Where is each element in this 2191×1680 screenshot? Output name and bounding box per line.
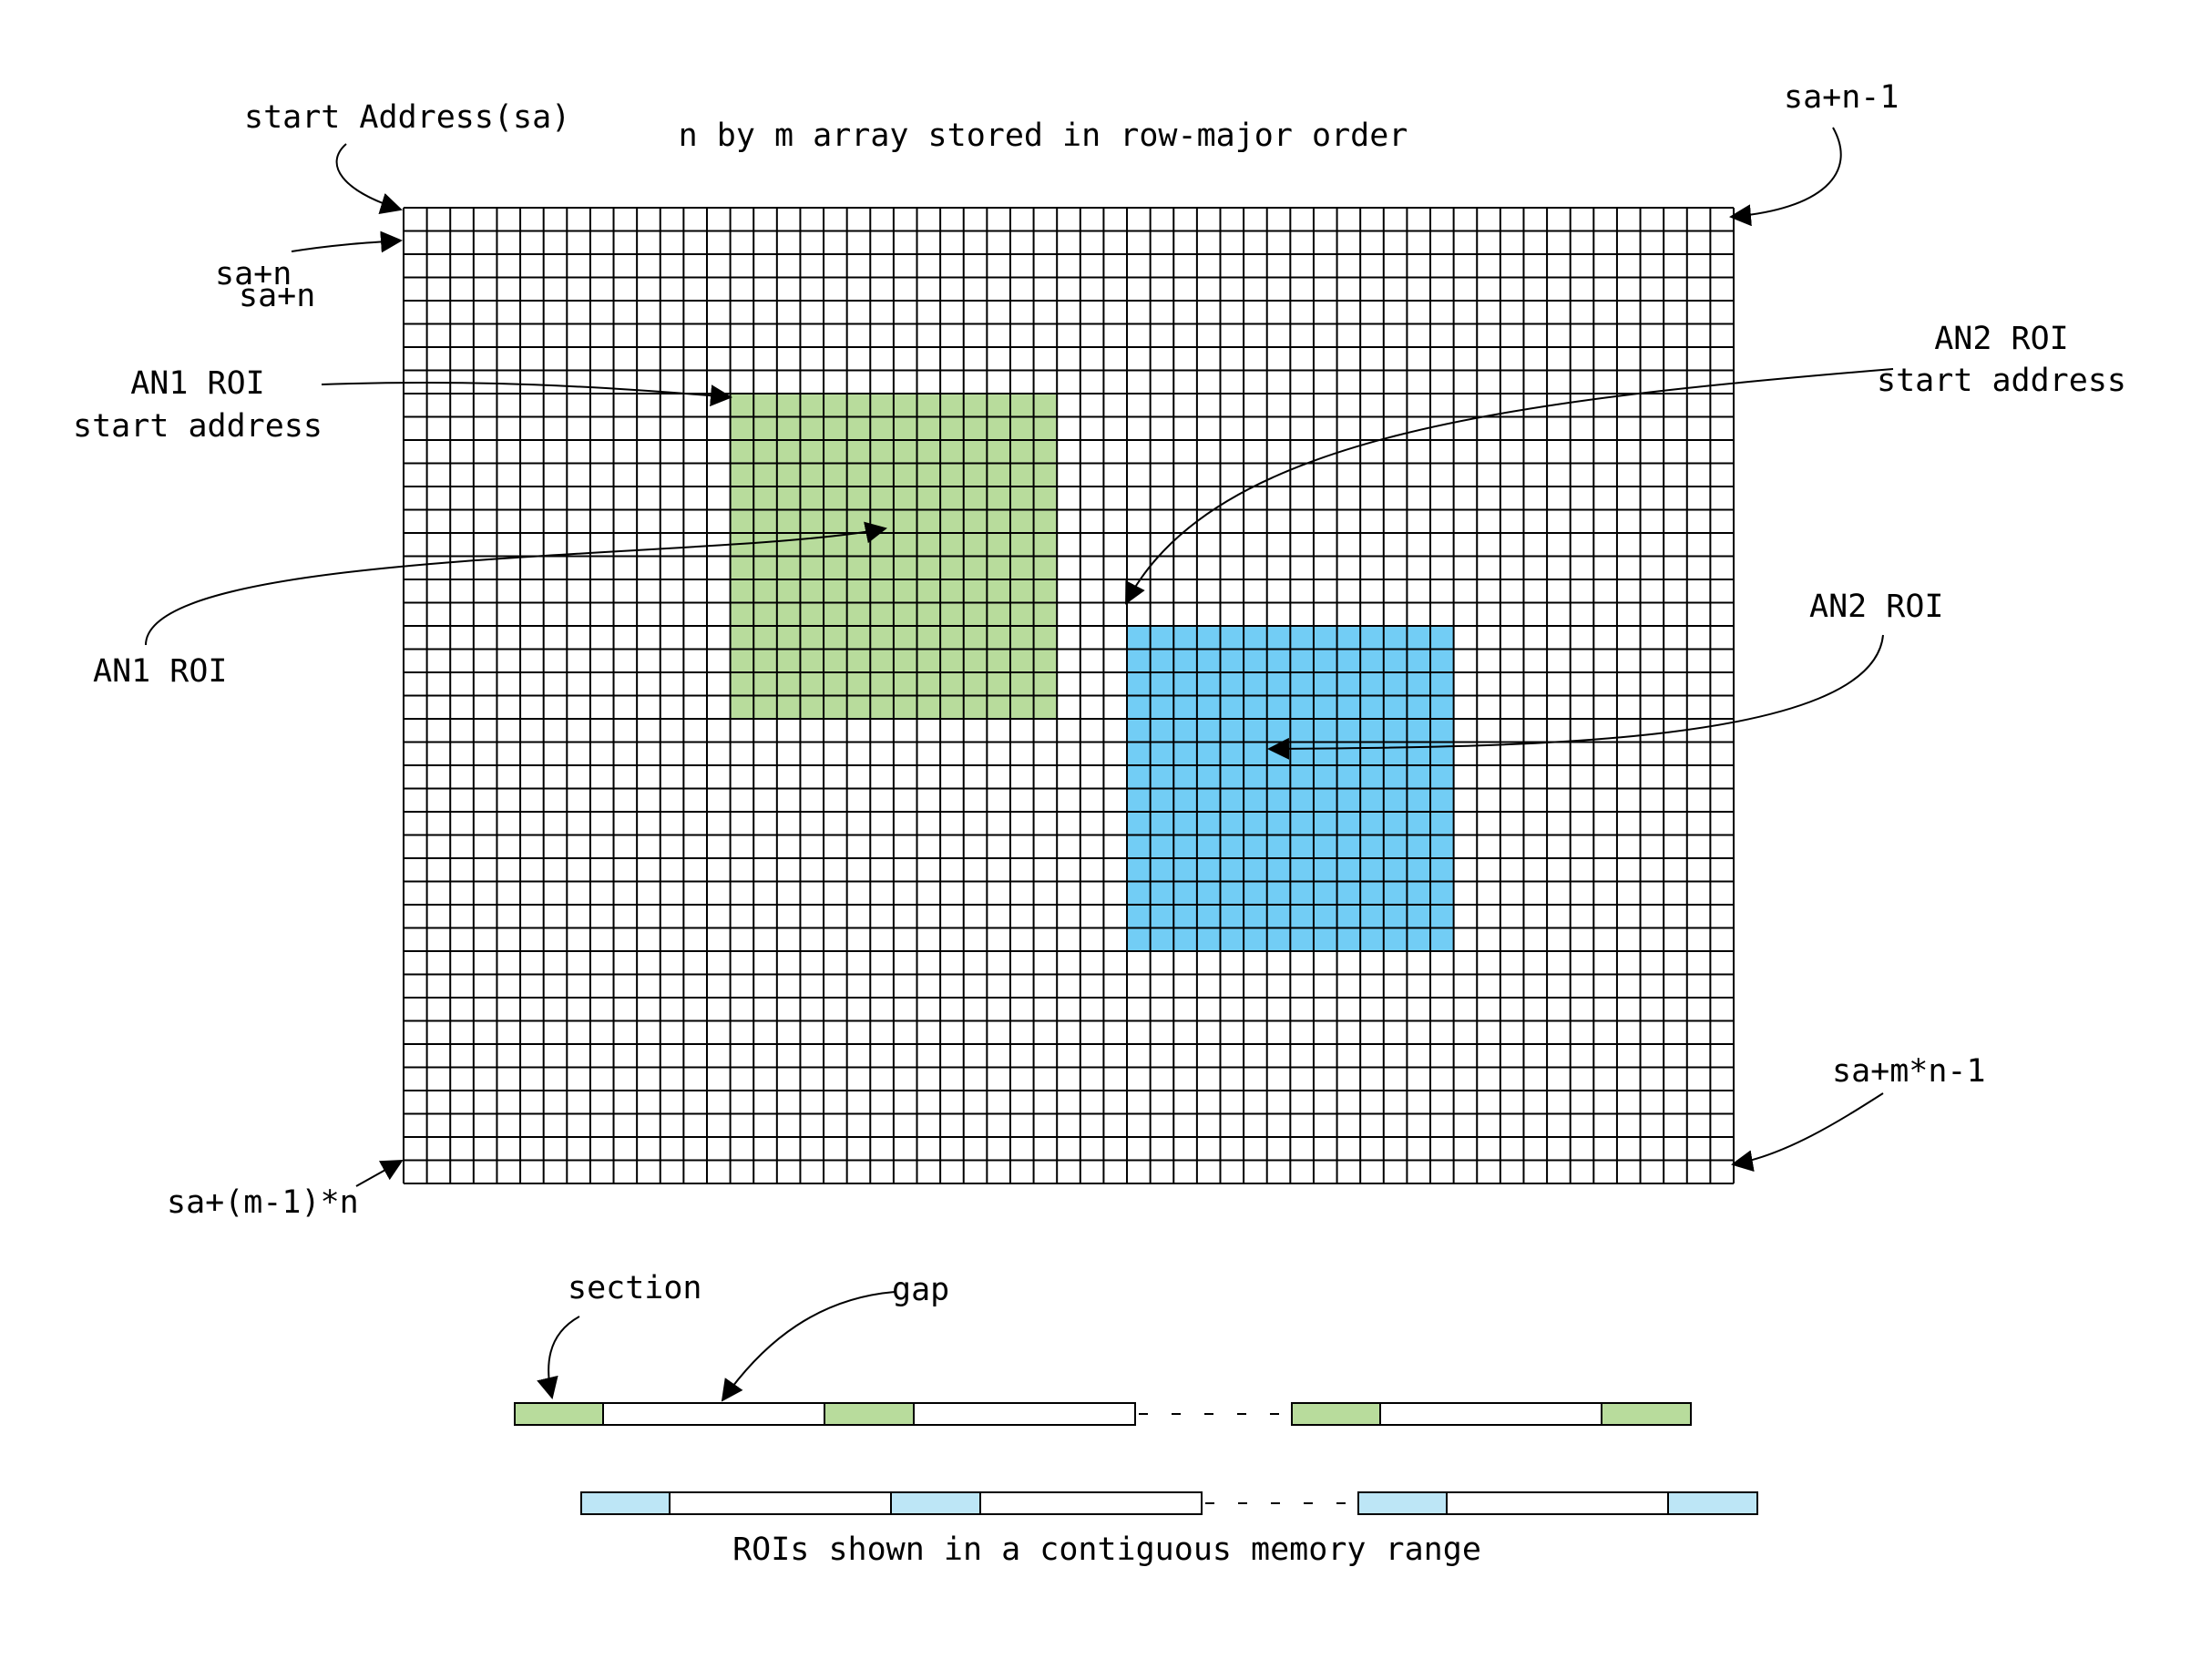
gap-block xyxy=(979,1491,1203,1515)
an1-start-label-line1: AN1 ROI xyxy=(130,365,265,402)
an1-roi-arrow xyxy=(145,521,887,646)
bottom-left-address-label: sa+(m-1)*n xyxy=(167,1184,359,1221)
diagram-title: n by m array stored in row-major order xyxy=(679,118,1408,154)
start-address-arrow xyxy=(335,143,403,214)
row2-address-label: sa+n xyxy=(215,256,292,292)
section-block xyxy=(1601,1402,1692,1426)
an2-start-label-line1: AN2 ROI xyxy=(1934,321,2069,357)
gap-block xyxy=(602,1402,825,1426)
section-block xyxy=(824,1402,915,1426)
section-block xyxy=(1357,1491,1448,1515)
section-block xyxy=(514,1402,604,1426)
section-block xyxy=(580,1491,671,1515)
array-grid xyxy=(403,207,1735,1184)
an1-start-arrow xyxy=(321,381,732,407)
gap-block xyxy=(1446,1491,1669,1515)
top-right-arrow xyxy=(1729,127,1842,227)
an2-roi-arrow xyxy=(1267,634,1884,760)
an1-roi-label: AN1 ROI xyxy=(93,653,228,690)
section-arrow xyxy=(537,1316,580,1399)
an1-memory-strip xyxy=(514,1402,1692,1426)
row2-address-label-duplicate: sa+n xyxy=(239,278,315,314)
section-block xyxy=(1667,1491,1758,1515)
gap-block xyxy=(913,1402,1136,1426)
an2-memory-strip xyxy=(580,1491,1758,1515)
an1-start-label-line2: start address xyxy=(73,408,323,445)
row2-arrow xyxy=(291,230,403,253)
bottom-right-arrow xyxy=(1731,1092,1884,1173)
bottom-left-arrow xyxy=(355,1160,404,1187)
an2-roi-label: AN2 ROI xyxy=(1809,589,1944,625)
gap-block xyxy=(669,1491,892,1515)
an2-start-label-line2: start address xyxy=(1877,363,2126,399)
an2-start-arrow xyxy=(1125,368,1894,605)
gap-block xyxy=(1379,1402,1602,1426)
gap-arrow xyxy=(721,1291,896,1402)
gap-label: gap xyxy=(892,1272,949,1308)
top-right-address-label: sa+n-1 xyxy=(1784,79,1899,116)
start-address-label: start Address(sa) xyxy=(244,99,570,136)
bottom-right-address-label: sa+m*n-1 xyxy=(1832,1053,1986,1090)
memory-range-caption: ROIs shown in a contiguous memory range xyxy=(732,1531,1481,1568)
section-block xyxy=(890,1491,981,1515)
section-label: section xyxy=(568,1270,702,1306)
section-block xyxy=(1291,1402,1381,1426)
